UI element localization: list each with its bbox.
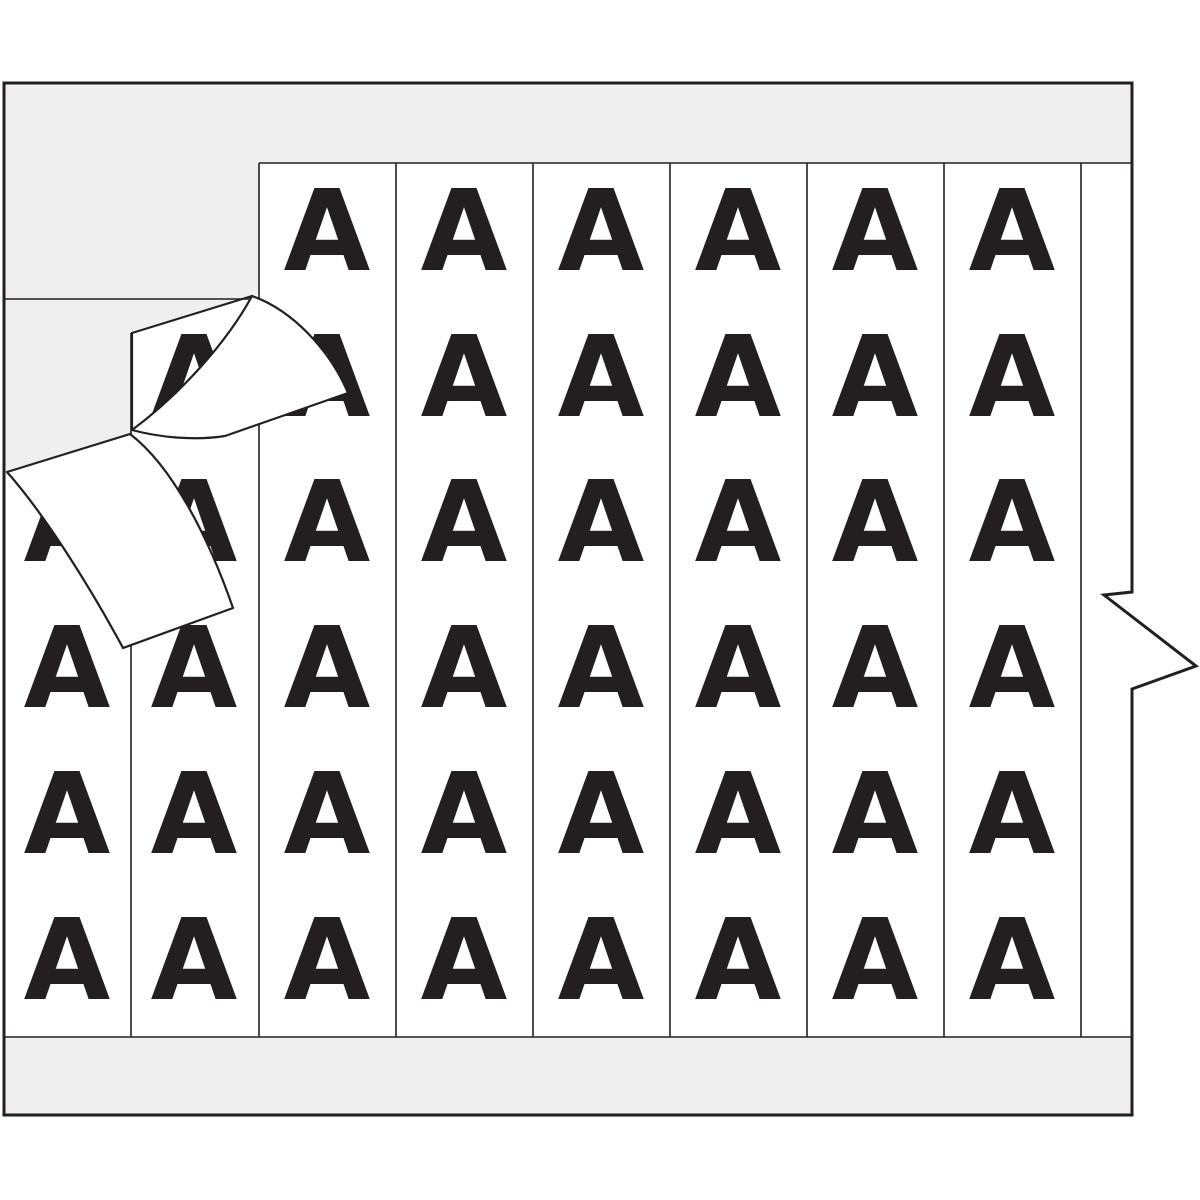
peeled-label-lower <box>5 432 235 650</box>
marker-letter: A <box>151 896 238 1026</box>
marker-letter: A <box>284 167 371 297</box>
marker-letter: A <box>558 313 645 443</box>
marker-letter: A <box>695 167 782 297</box>
marker-letter: A <box>832 167 919 297</box>
marker-letter: A <box>284 604 371 734</box>
marker-letter: A <box>558 750 645 880</box>
marker-letter: A <box>832 458 919 588</box>
marker-letter: A <box>421 896 508 1026</box>
marker-letter: A <box>695 750 782 880</box>
marker-letter: A <box>969 458 1056 588</box>
marker-letter: A <box>24 896 111 1026</box>
peeled-label-upper <box>130 294 350 440</box>
peeled-label-upper-ridge <box>130 294 254 335</box>
marker-letter: A <box>969 167 1056 297</box>
marker-letter: A <box>558 896 645 1026</box>
marker-letter: A <box>832 896 919 1026</box>
marker-letter: A <box>421 313 508 443</box>
marker-letter: A <box>832 313 919 443</box>
marker-letter: A <box>421 167 508 297</box>
marker-letter: A <box>558 604 645 734</box>
marker-letter: A <box>284 896 371 1026</box>
card-outline <box>2 81 1200 1117</box>
marker-letter: A <box>284 750 371 880</box>
marker-letter: A <box>969 604 1056 734</box>
marker-letter: A <box>695 896 782 1026</box>
marker-letter: A <box>421 750 508 880</box>
marker-letter: A <box>24 604 111 734</box>
marker-letter: A <box>695 313 782 443</box>
marker-letter: A <box>558 167 645 297</box>
marker-letter: A <box>969 313 1056 443</box>
marker-letter: A <box>969 896 1056 1026</box>
marker-letter: A <box>695 458 782 588</box>
marker-letter: A <box>24 750 111 880</box>
marker-letter: A <box>151 750 238 880</box>
marker-letter: A <box>558 458 645 588</box>
marker-letter: A <box>969 750 1056 880</box>
marker-letter: A <box>832 750 919 880</box>
marker-letter: A <box>421 604 508 734</box>
marker-letter: A <box>832 604 919 734</box>
peeled-label-upper-sheet <box>130 294 350 440</box>
marker-letter: A <box>284 458 371 588</box>
marker-letter: A <box>695 604 782 734</box>
marker-letter: A <box>421 458 508 588</box>
label-field-edge-strip <box>1081 163 1196 1037</box>
